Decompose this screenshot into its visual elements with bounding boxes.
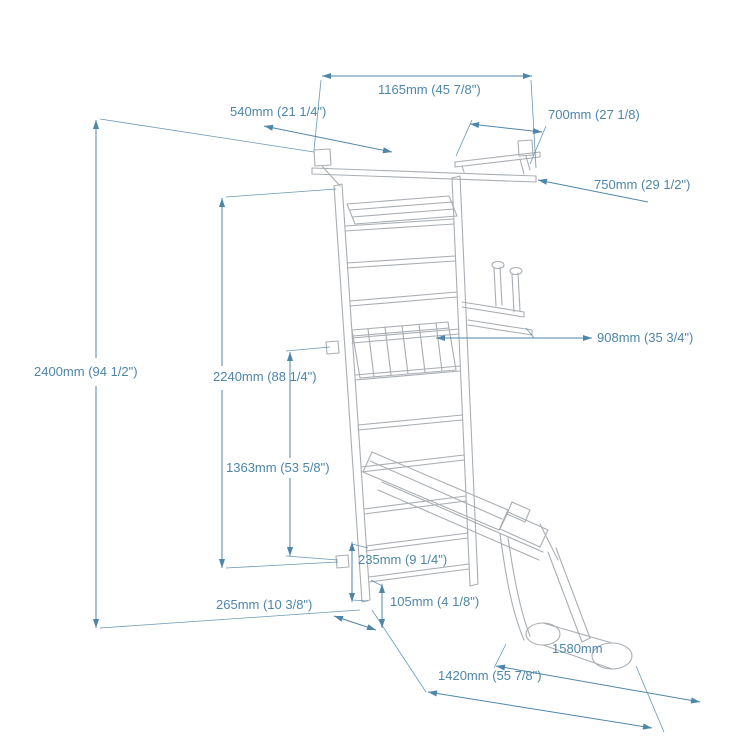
dim-line-700	[469, 121, 543, 135]
ladder-rungs	[344, 218, 470, 583]
dim-ext-2400-top	[99, 118, 315, 153]
dim-label-235: 235mm (9 1/4")	[358, 552, 447, 567]
equipment-drawing	[311, 139, 633, 670]
dim-line-1580	[495, 664, 701, 704]
bench-headrest-bracket	[506, 501, 531, 523]
dim-ext-2240-top	[225, 188, 337, 198]
dip-arm	[461, 301, 525, 318]
dim-ext-105	[370, 579, 383, 587]
dim-label-750: 750mm (29 1/2")	[594, 177, 690, 192]
dim-ext-235-bottom	[351, 599, 369, 602]
ladder-rails	[333, 175, 479, 603]
mount-tab-upper	[325, 340, 340, 355]
dim-ext-2240-bottom	[225, 561, 339, 569]
dim-ext-1580-right	[635, 665, 665, 733]
dim-line-265	[333, 615, 377, 631]
dim-label-265: 265mm (10 3/8")	[216, 597, 312, 612]
dip-knob-right	[509, 266, 523, 276]
dip-lower-bar	[467, 319, 533, 336]
dim-label-1363: 1363mm (53 5/8")	[226, 460, 330, 475]
dim-label-2400: 2400mm (94 1/2")	[34, 364, 138, 379]
dim-label-1420: 1420mm (55 7/8")	[438, 668, 542, 683]
dim-line-750	[537, 178, 649, 203]
mount-tab-lower	[335, 554, 350, 569]
wall-bracket-left	[313, 148, 341, 187]
dim-ext-700-right	[529, 125, 547, 165]
dip-handle-left	[493, 266, 503, 307]
bench-back-pad	[362, 451, 509, 531]
dim-label-908: 908mm (35 3/4")	[597, 330, 693, 345]
top-shelf	[346, 195, 458, 225]
dip-knob-left	[491, 260, 505, 270]
dim-ext-1363-bottom	[285, 555, 339, 561]
dim-label-540: 540mm (21 1/4")	[230, 104, 326, 119]
dim-ext-700-left	[455, 119, 473, 157]
dim-ext-1580-left	[493, 643, 507, 669]
bench-frame	[377, 481, 544, 561]
dimension-annotations: 2400mm (94 1/2") 2240mm (88 1/4") 1363mm…	[34, 72, 701, 733]
dip-handle-right	[511, 272, 521, 313]
wide-grip-bar	[454, 151, 541, 175]
bench-seat-pad	[499, 511, 549, 548]
dim-label-1165: 1165mm (45 7/8")	[378, 82, 481, 97]
dim-label-1580: 1580mm	[552, 641, 603, 656]
pullup-bar	[311, 167, 537, 183]
bench-front-leg	[499, 533, 531, 641]
dim-line-540	[263, 124, 393, 154]
dim-line-1420	[427, 690, 653, 730]
dim-ext-235-top	[351, 543, 369, 549]
backrest-basket	[351, 321, 457, 379]
dim-ext-1363-top	[285, 346, 331, 352]
dim-ext-1420-left	[371, 609, 427, 693]
dim-label-2240: 2240mm (88 1/4")	[213, 369, 317, 384]
dim-label-700: 700mm (27 1/8)	[548, 107, 640, 122]
bench-rear-leg	[539, 523, 591, 643]
dim-ext-2400-bottom	[99, 609, 361, 629]
wall-bracket-right	[517, 139, 534, 171]
dim-label-105: 105mm (4 1/8")	[390, 594, 479, 609]
